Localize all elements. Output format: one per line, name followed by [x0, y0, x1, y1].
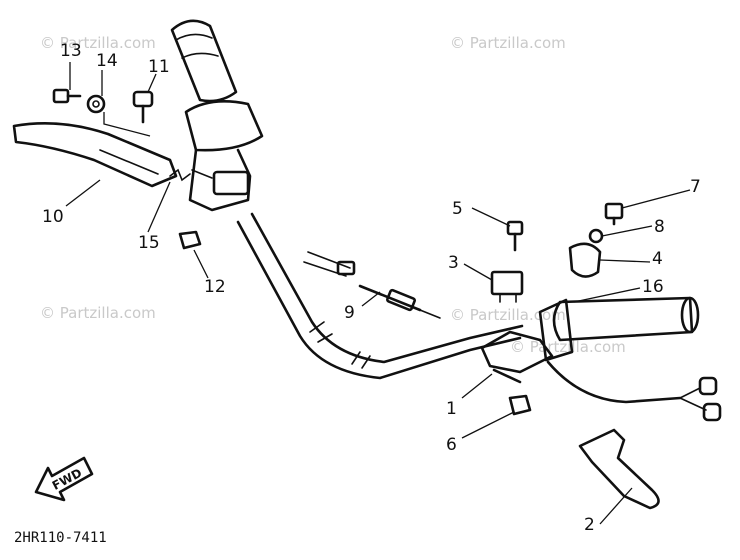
- fwd-arrow: FWD: [34, 456, 94, 502]
- watermark: © Partzilla.com: [450, 34, 566, 52]
- callout-5: 5: [452, 199, 463, 219]
- watermark: © Partzilla.com: [450, 306, 566, 324]
- washer-8: [588, 228, 604, 244]
- watermark: © Partzilla.com: [40, 304, 156, 322]
- callout-11: 11: [148, 57, 170, 77]
- callout-3: 3: [448, 253, 459, 273]
- callout-16: 16: [642, 277, 664, 297]
- callout-6: 6: [446, 435, 457, 455]
- bolt-11: [132, 90, 154, 124]
- clutch-lever: [12, 122, 178, 188]
- callout-9: 9: [344, 303, 355, 323]
- left-lever-bracket: [184, 100, 264, 212]
- nut-6: [508, 394, 532, 416]
- throttle-grip: [538, 296, 700, 362]
- screw-5: [506, 220, 524, 252]
- callout-1: 1: [446, 399, 457, 419]
- handlebar: [236, 212, 524, 380]
- callout-2: 2: [584, 515, 595, 535]
- callout-8: 8: [654, 217, 665, 237]
- brake-switch-3: [490, 270, 524, 303]
- callout-13: 13: [60, 41, 82, 61]
- left-grip: [170, 19, 238, 103]
- throttle-cable: [546, 360, 722, 422]
- callout-15: 15: [138, 233, 160, 253]
- switch-harness: [303, 251, 441, 319]
- nut-12: [178, 230, 202, 250]
- leader-lines: [65, 62, 691, 525]
- diagram-code: 2HR110-7411: [14, 530, 107, 546]
- watermark: © Partzilla.com: [510, 338, 626, 356]
- callout-4: 4: [652, 249, 663, 269]
- screw-7: [604, 202, 624, 226]
- brake-lever: [578, 428, 660, 510]
- nut-14: [86, 94, 106, 114]
- callout-12: 12: [204, 277, 226, 297]
- callout-10: 10: [42, 207, 64, 227]
- watermark: © Partzilla.com: [40, 34, 156, 52]
- callout-7: 7: [690, 177, 701, 197]
- spring-15: [169, 168, 191, 182]
- master-cylinder-bracket: [480, 330, 554, 384]
- bolt-13: [52, 88, 82, 104]
- callout-14: 14: [96, 51, 118, 71]
- clamp-4: [568, 242, 602, 278]
